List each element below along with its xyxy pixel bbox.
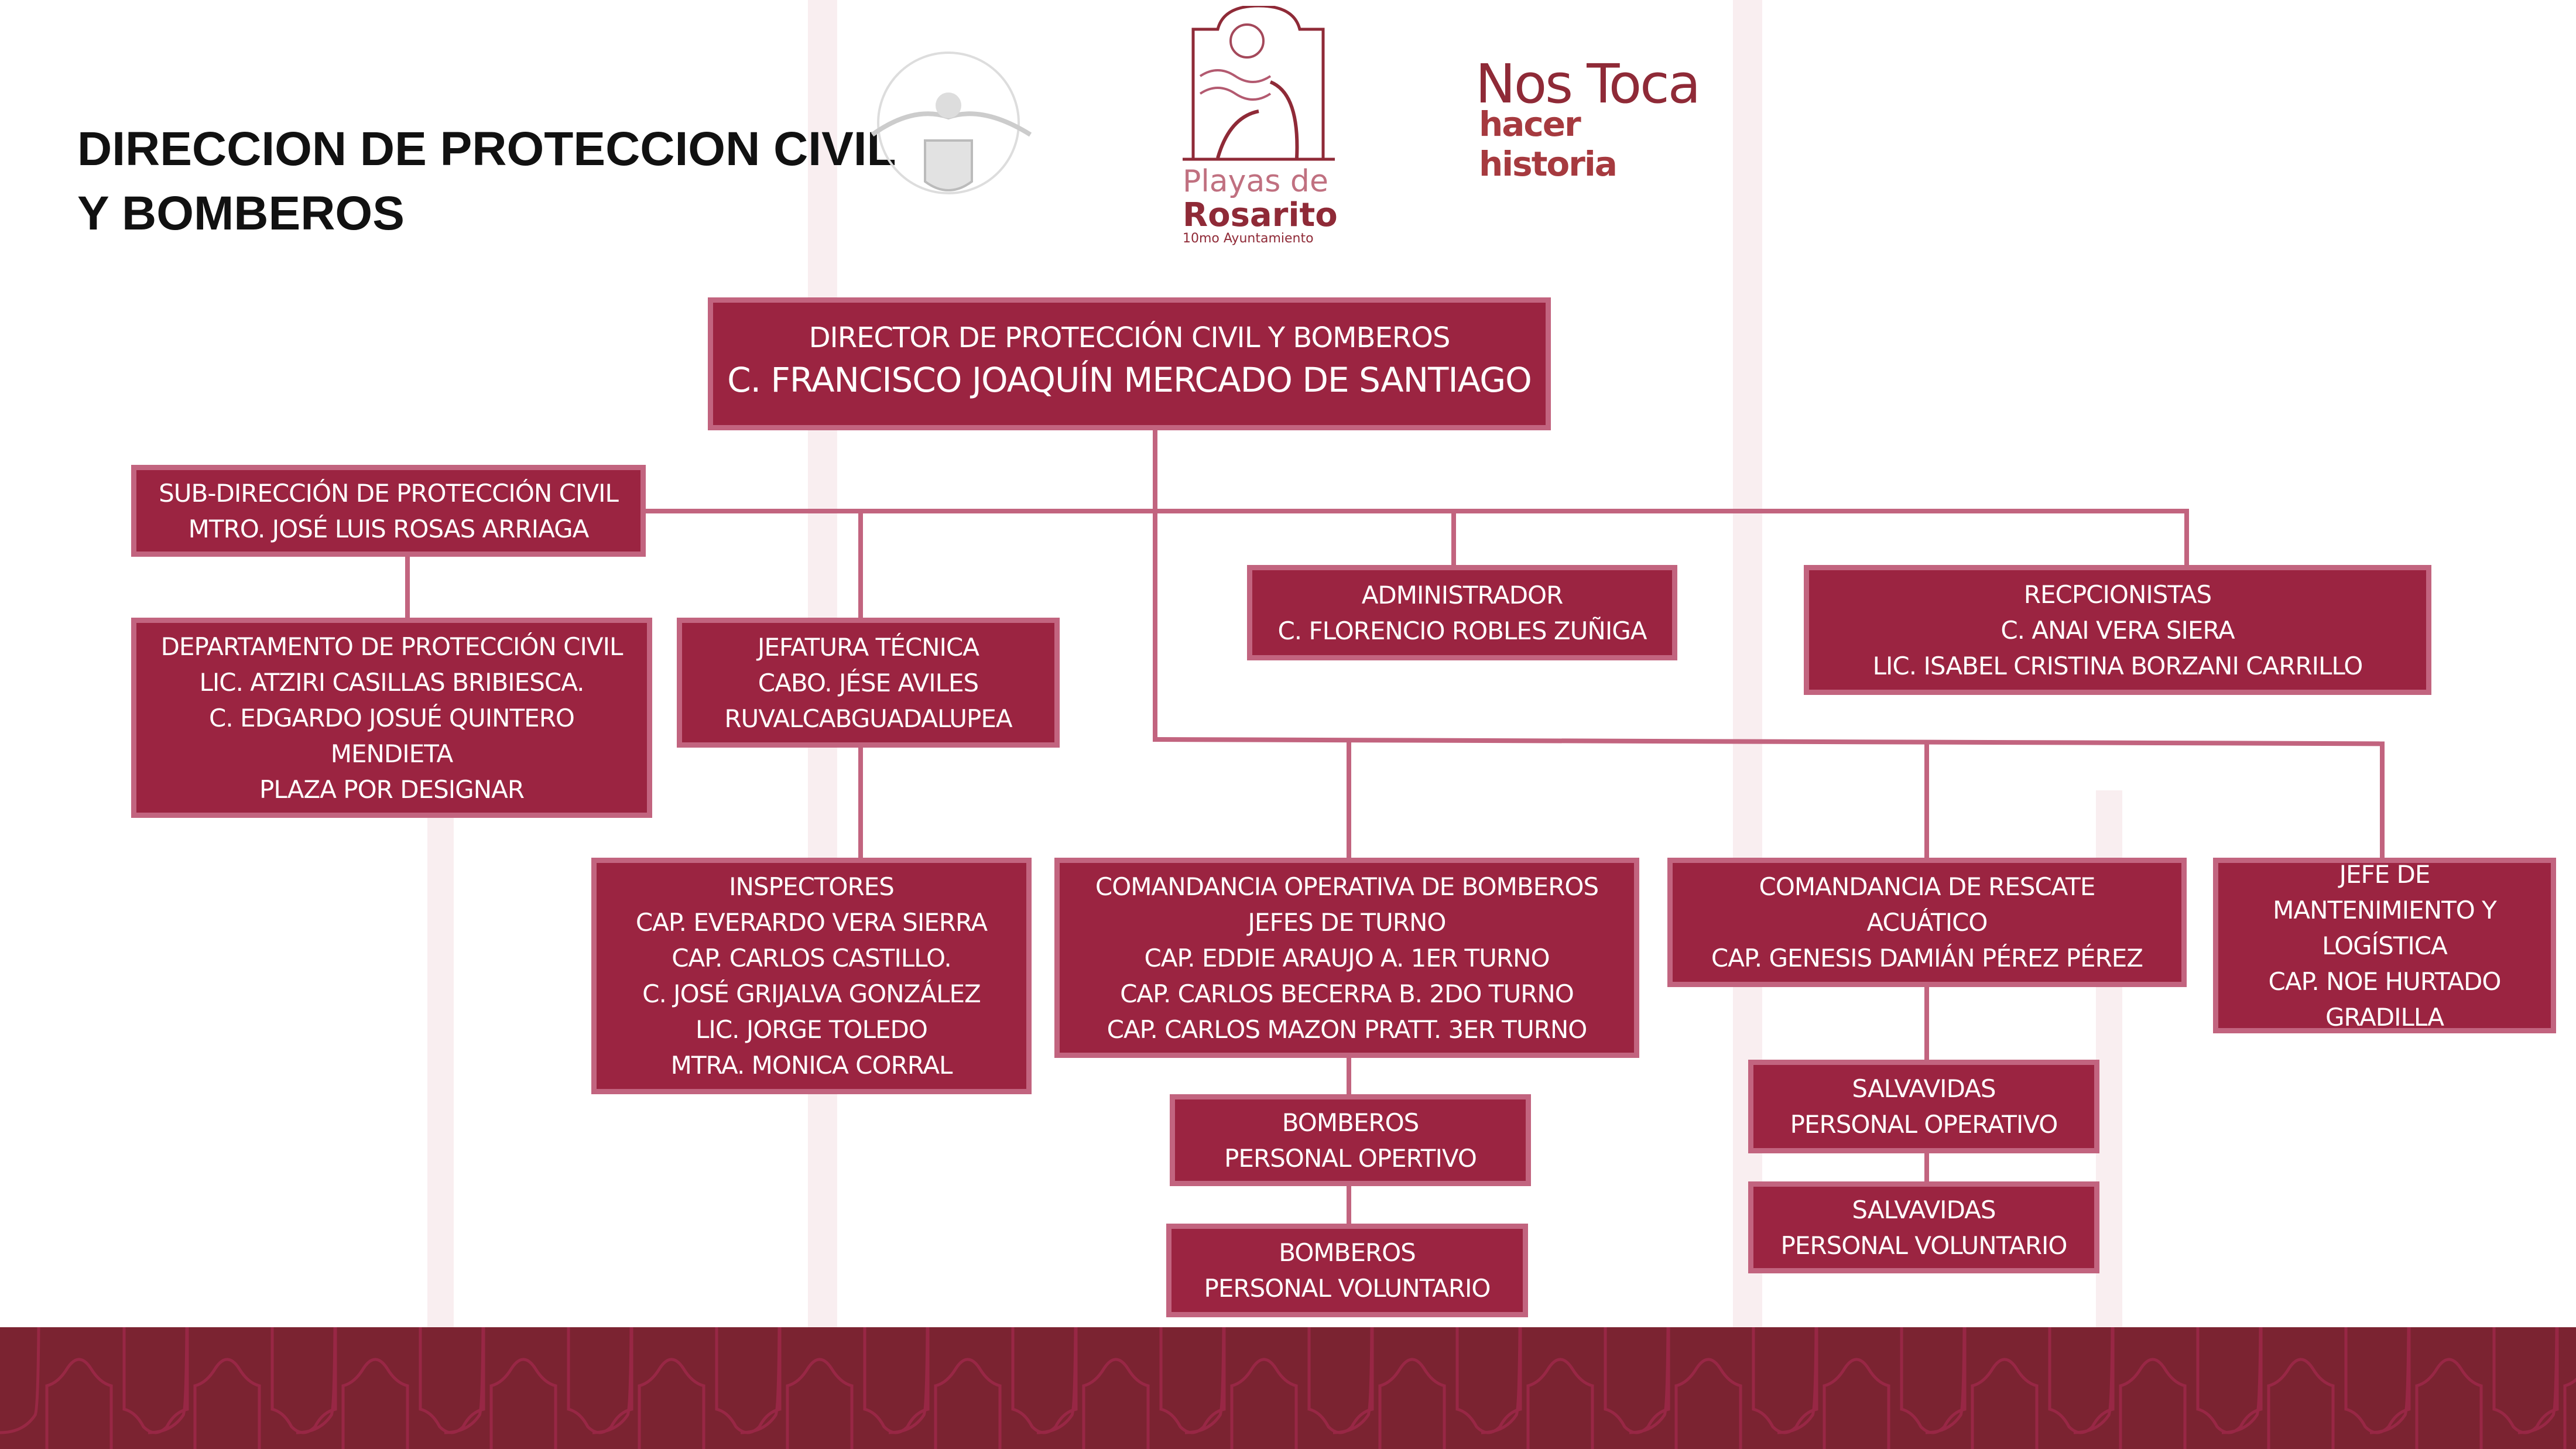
box-name: RUVALCABGUADALUPEA <box>724 704 1012 733</box>
connector-line <box>1347 1186 1351 1225</box>
box-role: RECPCIONISTAS <box>2023 580 2212 609</box>
box-name: C. JOSÉ GRIJALVA GONZÁLEZ <box>642 979 981 1008</box>
box-role: COMANDANCIA DE RESCATE <box>1759 872 2096 901</box>
logo-text: Playas de <box>1183 164 1328 199</box>
connector-line <box>1153 430 1157 742</box>
page-title: DIRECCION DE PROTECCION CIVIL Y BOMBEROS <box>77 117 896 246</box>
connector-line <box>858 748 863 859</box>
recepcionistas-box: RECPCIONISTAS C. ANAI VERA SIERA LIC. IS… <box>1804 565 2431 695</box>
departamento-box: DEPARTAMENTO DE PROTECCIÓN CIVIL LIC. AT… <box>131 618 652 818</box>
administrador-box: ADMINISTRADOR C. FLORENCIO ROBLES ZUÑIGA <box>1247 565 1677 660</box>
logo-text: Rosarito <box>1183 196 1338 234</box>
box-name: PERSONAL VOLUNTARIO <box>1780 1231 2068 1260</box>
box-name: C. EDGARDO JOSUÉ QUINTERO <box>209 703 575 732</box>
box-role: DIRECTOR DE PROTECCIÓN CIVIL Y BOMBEROS <box>809 321 1451 354</box>
box-name: LIC. ATZIRI CASILLAS BRIBIESCA. <box>199 667 584 697</box>
box-name: PLAZA POR DESIGNAR <box>259 775 525 804</box>
box-role: COMANDANCIA OPERATIVA DE BOMBEROS <box>1095 872 1599 901</box>
box-name: MENDIETA <box>330 739 454 768</box>
comandancia-rescate-box: COMANDANCIA DE RESCATE ACUÁTICO CAP. GEN… <box>1667 858 2187 987</box>
box-name: CAP. NOE HURTADO <box>2268 967 2502 996</box>
box-name: CAP. EDDIE ARAUJO A. 1ER TURNO <box>1144 943 1550 972</box>
mantenimiento-box: JEFE DE MANTENIMIENTO Y LOGÍSTICA CAP. N… <box>2213 858 2556 1033</box>
box-role: JEFATURA TÉCNICA <box>757 632 979 662</box>
subdireccion-box: SUB-DIRECCIÓN DE PROTECCIÓN CIVIL MTRO. … <box>131 465 646 557</box>
connector-line <box>646 509 2189 513</box>
box-name: C. FLORENCIO ROBLES ZUÑIGA <box>1277 616 1647 645</box>
box-role: BOMBEROS <box>1279 1238 1416 1267</box>
salvavidas-voluntario-box: SALVAVIDAS PERSONAL VOLUNTARIO <box>1748 1181 2099 1273</box>
box-name: PERSONAL VOLUNTARIO <box>1204 1274 1491 1303</box>
background-stripe <box>427 790 454 1327</box>
box-name: MTRA. MONICA CORRAL <box>670 1051 953 1080</box>
slogan-text: Nos Toca <box>1475 53 1701 115</box>
connector-line <box>858 509 863 620</box>
connector-line <box>1451 509 1456 567</box>
connector-line <box>1924 987 1929 1061</box>
city-emblem-icon <box>1183 4 1335 161</box>
box-role: LOGÍSTICA <box>2322 931 2448 960</box>
connector-line <box>1152 737 2385 746</box>
box-name: PERSONAL OPERATIVO <box>1790 1110 2058 1139</box>
box-role: JEFES DE TURNO <box>1248 907 1447 937</box>
box-role: SALVAVIDAS <box>1852 1074 1996 1103</box>
connector-line <box>1924 741 1929 859</box>
playas-de-rosarito-logo: Playas de Rosarito 10mo Ayuntamiento <box>1183 4 1338 246</box>
connector-line <box>2184 509 2189 567</box>
municipal-seal-logo <box>861 35 1060 211</box>
box-role: MANTENIMIENTO Y <box>2273 895 2497 924</box>
jefatura-tecnica-box: JEFATURA TÉCNICA CABO. JÉSE AVILES RUVAL… <box>677 618 1060 748</box>
box-name: C. ANAI VERA SIERA <box>2000 615 2235 645</box>
box-name: LIC. ISABEL CRISTINA BORZANI CARRILLO <box>1872 651 2363 680</box>
connector-line <box>405 557 410 620</box>
box-role: SALVAVIDAS <box>1852 1195 1996 1224</box>
box-name: C. FRANCISCO JOAQUÍN MERCADO DE SANTIAGO <box>727 360 1532 400</box>
box-name: CAP. EVERARDO VERA SIERRA <box>635 908 988 937</box>
footer-pattern-icon <box>0 1327 2576 1449</box>
box-role: SUB-DIRECCIÓN DE PROTECCIÓN CIVIL <box>159 478 619 508</box>
footer-pattern-segment <box>2517 1327 2576 1449</box>
box-name: CAP. CARLOS MAZON PRATT. 3ER TURNO <box>1107 1015 1588 1044</box>
logo-text: 10mo Ayuntamiento <box>1183 231 1314 246</box>
box-role: ACUÁTICO <box>1866 908 1988 937</box>
box-role: ADMINISTRADOR <box>1361 580 1564 609</box>
nos-toca-logo: Nos Toca hacer historia <box>1475 53 1721 184</box>
comandancia-bomberos-box: COMANDANCIA OPERATIVA DE BOMBEROS JEFES … <box>1054 858 1639 1058</box>
box-role: JEFE DE <box>2339 859 2431 889</box>
box-name: GRADILLA <box>2325 1002 2444 1032</box>
box-name: MTRO. JOSÉ LUIS ROSAS ARRIAGA <box>188 514 590 543</box>
box-role: INSPECTORES <box>729 872 895 901</box>
director-box: DIRECTOR DE PROTECCIÓN CIVIL Y BOMBEROS … <box>708 297 1551 430</box>
connector-line <box>2380 744 2385 859</box>
box-name: CABO. JÉSE AVILES <box>758 668 979 697</box>
box-name: CAP. CARLOS BECERRA B. 2DO TURNO <box>1120 979 1574 1008</box>
slogan-text: hacer historia <box>1479 104 1618 184</box>
title-line: Y BOMBEROS <box>77 187 405 240</box>
box-role: BOMBEROS <box>1282 1108 1420 1137</box>
title-line: DIRECCION DE PROTECCION CIVIL <box>77 122 896 176</box>
bomberos-voluntario-box: BOMBEROS PERSONAL VOLUNTARIO <box>1166 1224 1528 1317</box>
connector-line <box>1347 1058 1351 1095</box>
salvavidas-operativo-box: SALVAVIDAS PERSONAL OPERATIVO <box>1748 1060 2099 1153</box>
box-name: PERSONAL OPERTIVO <box>1224 1143 1477 1173</box>
box-name: LIC. JORGE TOLEDO <box>696 1015 928 1044</box>
box-name: CAP. CARLOS CASTILLO. <box>672 944 952 972</box>
box-role: DEPARTAMENTO DE PROTECCIÓN CIVIL <box>160 632 624 661</box>
connector-line <box>1347 739 1351 859</box>
inspectores-box: INSPECTORES CAP. EVERARDO VERA SIERRA CA… <box>591 858 1032 1094</box>
box-name: CAP. GENESIS DAMIÁN PÉREZ PÉREZ <box>1711 944 2143 972</box>
seal-emblem-icon <box>871 52 1032 194</box>
connector-line <box>1924 1153 1929 1183</box>
footer-band <box>0 1327 2576 1449</box>
bomberos-operativo-box: BOMBEROS PERSONAL OPERTIVO <box>1170 1094 1531 1186</box>
